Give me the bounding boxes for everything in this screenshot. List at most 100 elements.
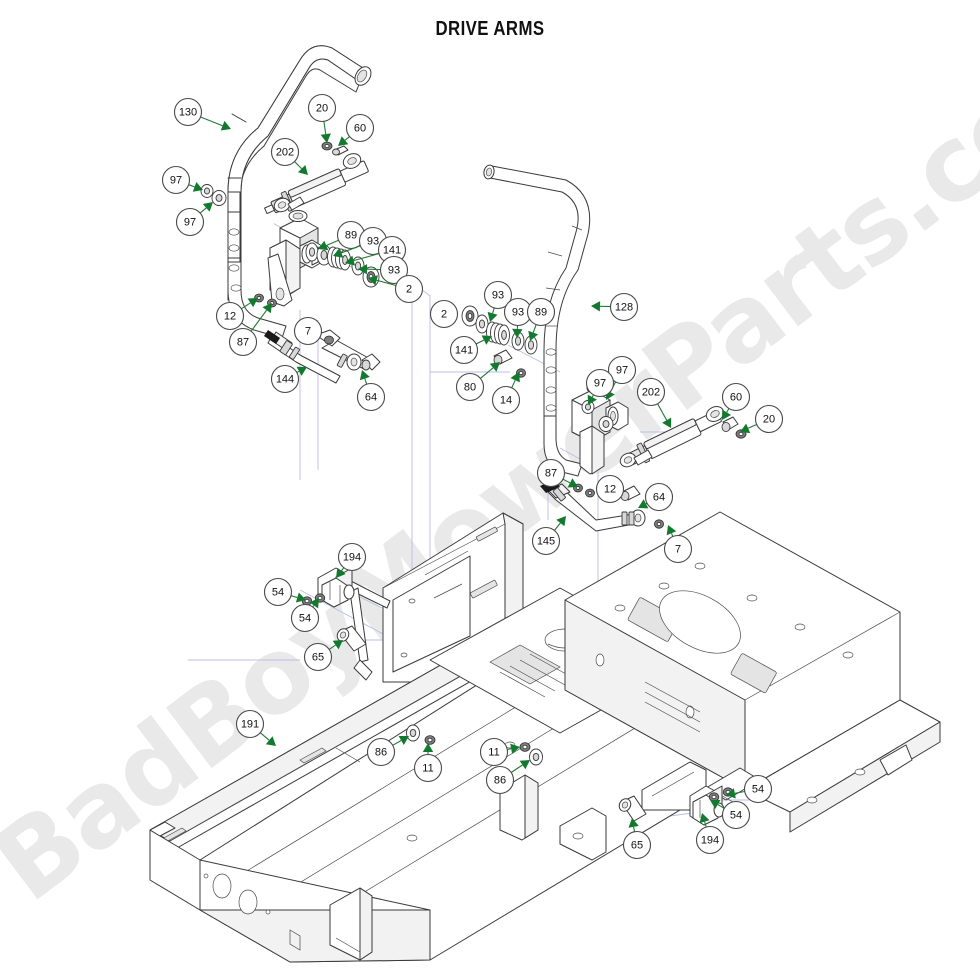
callout-130[interactable]: 130	[173, 97, 232, 131]
callout-87[interactable]: 87	[536, 458, 579, 488]
callout-balloon[interactable]	[721, 800, 751, 830]
callout-balloon[interactable]	[636, 377, 666, 407]
callout-93[interactable]: 93	[483, 280, 513, 323]
callout-54[interactable]: 54	[726, 774, 773, 804]
callout-balloon[interactable]	[263, 577, 293, 607]
callout-11[interactable]: 11	[413, 743, 443, 783]
callout-7[interactable]: 7	[293, 316, 323, 346]
callout-54[interactable]: 54	[290, 598, 320, 633]
callout-86[interactable]: 86	[366, 736, 410, 767]
callout-60[interactable]: 60	[338, 113, 375, 147]
callout-ref-number: 2	[406, 284, 412, 296]
callout-balloon[interactable]	[491, 385, 521, 415]
callout-ref-number: 128	[615, 302, 633, 314]
callout-balloon[interactable]	[175, 207, 205, 237]
callout-20[interactable]: 20	[740, 404, 784, 434]
callout-11[interactable]: 11	[479, 737, 521, 767]
callout-ref-number: 86	[494, 775, 506, 787]
leader-arrowhead	[220, 120, 231, 131]
callout-141[interactable]: 141	[449, 335, 493, 365]
callout-65[interactable]: 65	[303, 640, 344, 672]
callout-65[interactable]: 65	[622, 818, 652, 860]
callout-balloon[interactable]	[173, 97, 203, 127]
callout-194[interactable]: 194	[695, 813, 725, 855]
callout-balloon[interactable]	[337, 542, 367, 572]
callout-balloon[interactable]	[695, 825, 725, 855]
callout-97[interactable]: 97	[585, 368, 615, 406]
leader-arrowhead	[722, 409, 732, 420]
callout-balloon[interactable]	[366, 737, 396, 767]
callout-balloon[interactable]	[455, 372, 485, 402]
callout-64[interactable]: 64	[638, 482, 674, 512]
callout-128[interactable]: 128	[591, 292, 639, 322]
callout-93[interactable]: 93	[358, 255, 409, 285]
callout-80[interactable]: 80	[455, 362, 501, 402]
leader-line	[511, 379, 516, 389]
callout-97[interactable]: 97	[605, 355, 637, 401]
callout-balloon[interactable]	[293, 316, 323, 346]
callout-balloon[interactable]	[270, 137, 300, 167]
callout-89[interactable]: 89	[318, 220, 366, 251]
callout-balloon[interactable]	[743, 774, 773, 804]
callout-balloon[interactable]	[754, 404, 784, 434]
callout-54[interactable]: 54	[263, 577, 307, 607]
leader-line	[341, 567, 345, 572]
callout-20[interactable]: 20	[307, 93, 337, 144]
callout-194[interactable]: 194	[336, 542, 367, 579]
callout-balloon[interactable]	[449, 335, 479, 365]
callout-12[interactable]: 12	[595, 474, 625, 504]
callout-balloon[interactable]	[663, 534, 693, 564]
callout-2[interactable]: 2	[429, 299, 459, 329]
callout-191[interactable]: 191	[235, 709, 277, 747]
callout-balloon[interactable]	[479, 737, 509, 767]
callout-balloon[interactable]	[228, 327, 258, 357]
callout-balloon[interactable]	[161, 165, 191, 195]
callout-balloon[interactable]	[483, 280, 513, 310]
callout-balloon[interactable]	[345, 113, 375, 143]
callout-145[interactable]: 145	[531, 516, 567, 556]
leader-line	[341, 245, 361, 254]
callout-14[interactable]: 14	[491, 372, 521, 415]
callout-97[interactable]: 97	[161, 165, 204, 195]
callout-86[interactable]: 86	[485, 760, 531, 795]
callout-balloon[interactable]	[290, 603, 320, 633]
callout-balloon[interactable]	[622, 830, 652, 860]
callout-balloon[interactable]	[531, 526, 561, 556]
callout-89[interactable]: 89	[526, 297, 556, 342]
callout-balloon[interactable]	[235, 709, 265, 739]
callout-balloon[interactable]	[394, 274, 424, 304]
leader-line	[376, 279, 397, 287]
callout-balloon[interactable]	[721, 382, 751, 412]
callout-ref-number: 144	[276, 374, 294, 386]
callout-balloon[interactable]	[356, 382, 386, 412]
callout-balloon[interactable]	[536, 458, 566, 488]
callout-202[interactable]: 202	[636, 377, 672, 429]
callout-balloon[interactable]	[644, 482, 674, 512]
callout-97[interactable]: 97	[175, 202, 214, 237]
callout-balloon[interactable]	[585, 368, 615, 398]
callout-balloon[interactable]	[485, 765, 515, 795]
callout-balloon[interactable]	[379, 255, 409, 285]
callout-64[interactable]: 64	[356, 370, 386, 412]
callout-balloon[interactable]	[429, 299, 459, 329]
callout-balloon[interactable]	[303, 642, 333, 672]
callout-balloon[interactable]	[413, 753, 443, 783]
callout-ref-number: 141	[455, 345, 473, 357]
callout-141[interactable]: 141	[345, 235, 407, 266]
callout-2[interactable]: 2	[368, 274, 424, 304]
callout-144[interactable]: 144	[270, 364, 308, 394]
callout-balloon[interactable]	[307, 93, 337, 123]
callout-60[interactable]: 60	[721, 382, 751, 421]
callout-87[interactable]: 87	[228, 303, 273, 357]
callout-balloon[interactable]	[609, 292, 639, 322]
callout-balloon[interactable]	[215, 301, 245, 331]
callout-202[interactable]: 202	[270, 137, 309, 176]
callout-balloon[interactable]	[607, 355, 637, 385]
leader-arrowhead	[528, 330, 539, 341]
callout-54[interactable]: 54	[710, 800, 751, 830]
callout-balloon[interactable]	[526, 297, 556, 327]
callout-12[interactable]: 12	[215, 298, 259, 331]
callout-balloon[interactable]	[270, 364, 300, 394]
callout-balloon[interactable]	[595, 474, 625, 504]
callout-7[interactable]: 7	[663, 525, 693, 564]
